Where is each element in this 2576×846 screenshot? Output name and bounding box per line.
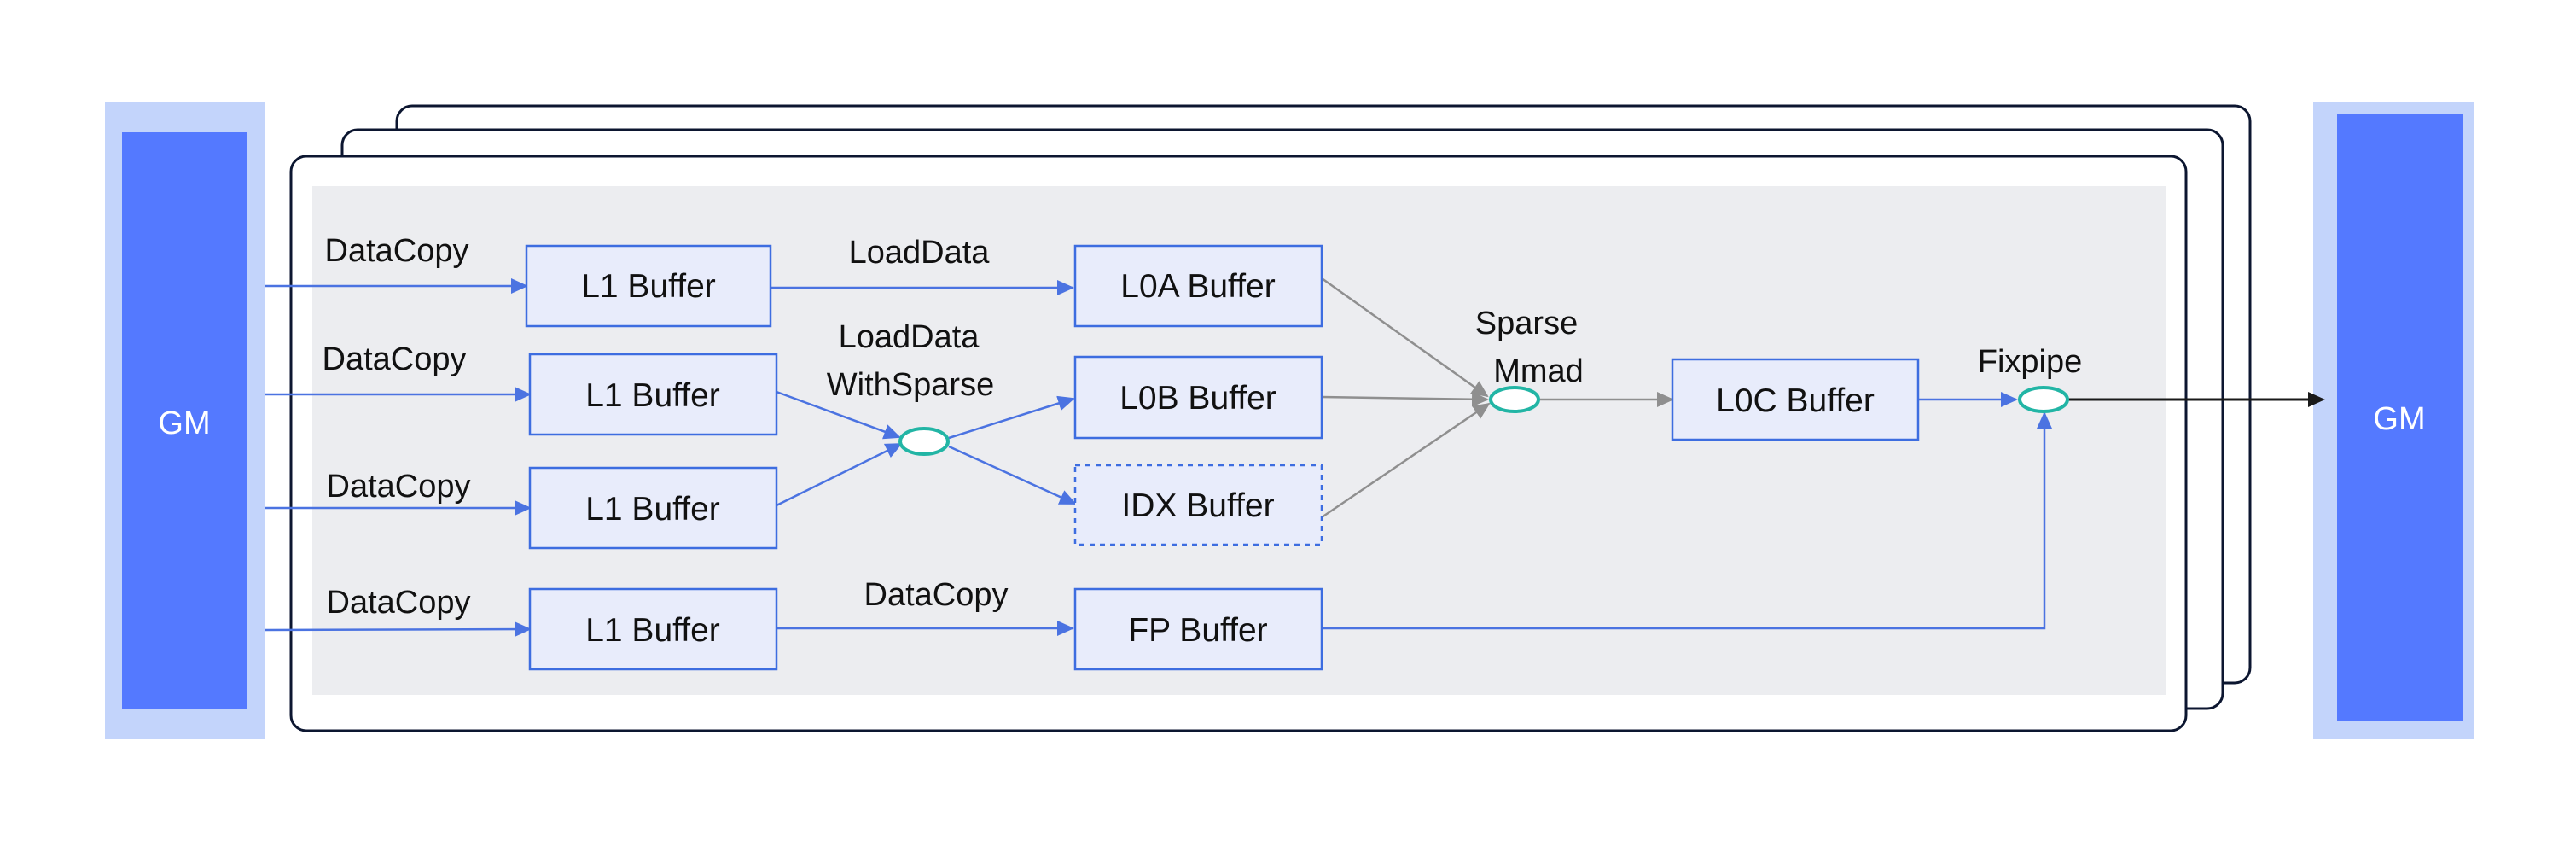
arrow-sparse-node-to-l0b	[948, 395, 1075, 440]
l0b-buffer-label: L0B Buffer	[1119, 380, 1276, 417]
l0c-buffer-label: L0C Buffer	[1716, 382, 1875, 419]
l0a-buffer-label: L0A Buffer	[1120, 268, 1275, 305]
fixpipe-node	[2018, 386, 2069, 413]
loaddata-withsparse-node	[898, 427, 950, 456]
gm-left-label: GM	[158, 405, 210, 441]
label-loaddata: LoadData	[849, 235, 991, 271]
arrow-l0a-to-mmad	[1321, 277, 1489, 398]
l1-buffer-d: L1 Buffer	[528, 587, 778, 671]
label-loaddata-withsparse-line1: LoadData	[839, 319, 980, 355]
arrow-gm-to-l1-d	[264, 621, 532, 638]
l0b-buffer: L0B Buffer	[1073, 355, 1323, 440]
arrow-fp-to-fixpipe	[1322, 411, 2052, 630]
sparse-mmad-node	[1489, 386, 1540, 413]
label-fixpipe: Fixpipe	[1978, 344, 2083, 380]
fp-buffer: FP Buffer	[1073, 587, 1323, 671]
l1-buffer-a-label: L1 Buffer	[581, 268, 716, 305]
l1-buffer-c-label: L1 Buffer	[585, 491, 720, 528]
idx-buffer: IDX Buffer	[1073, 464, 1323, 546]
arrow-l1c-to-sparse-node	[776, 442, 903, 507]
fp-buffer-label: FP Buffer	[1128, 612, 1267, 649]
idx-buffer-label: IDX Buffer	[1121, 487, 1274, 524]
label-datacopy-4: DataCopy	[327, 585, 471, 621]
l1-buffer-a: L1 Buffer	[525, 244, 772, 328]
l1-buffer-b-label: L1 Buffer	[585, 377, 720, 414]
l1-buffer-d-label: L1 Buffer	[585, 612, 720, 649]
arrow-sparse-node-to-idx	[948, 445, 1077, 505]
label-loaddata-withsparse-line2: WithSparse	[827, 367, 994, 403]
l1-buffer-b: L1 Buffer	[528, 353, 778, 436]
l0c-buffer: L0C Buffer	[1671, 358, 1920, 441]
label-datacopy-2: DataCopy	[323, 341, 467, 377]
l0a-buffer: L0A Buffer	[1073, 244, 1323, 328]
label-datacopy-fp: DataCopy	[864, 577, 1009, 613]
label-datacopy-3: DataCopy	[327, 469, 471, 505]
l1-buffer-c: L1 Buffer	[528, 466, 778, 550]
label-sparse-mmad-line2: Mmad	[1493, 353, 1584, 389]
gm-left: GM	[105, 102, 265, 739]
arrow-l1b-to-sparse-node	[776, 390, 901, 440]
arrow-l0b-to-mmad	[1321, 391, 1489, 407]
gm-right: GM	[2313, 102, 2474, 739]
arrow-idx-to-mmad	[1321, 402, 1491, 519]
label-datacopy-1: DataCopy	[325, 233, 469, 269]
gm-right-label: GM	[2373, 401, 2425, 437]
label-sparse-mmad-line1: Sparse	[1475, 306, 1578, 341]
